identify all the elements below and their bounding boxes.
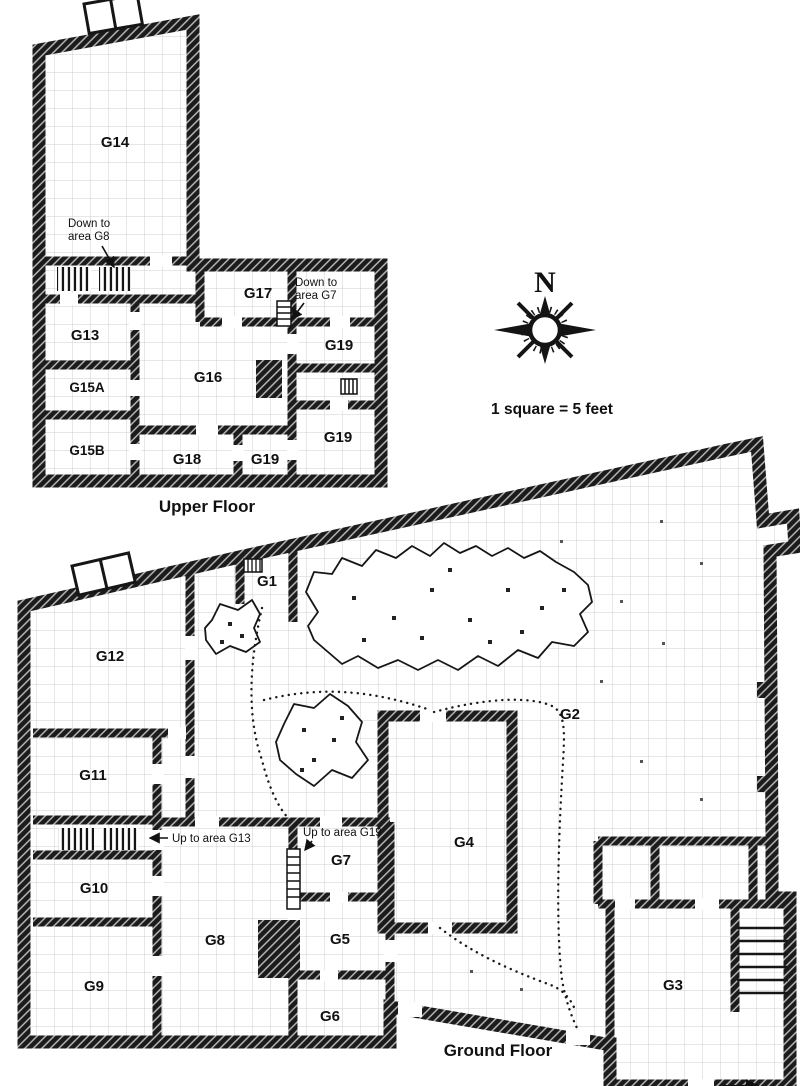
room-label-g19-east-bottom: G19 <box>324 429 352 446</box>
room-label-g9: G9 <box>84 978 104 995</box>
compass-north-label: N <box>534 266 556 299</box>
arrow-up-to-g19 <box>304 838 316 852</box>
tree-small <box>204 599 261 655</box>
dotted-paths <box>250 606 580 1032</box>
ground-floor-plan: G1 G12 G2 G11 G4 G7 G10 G8 G5 G9 G6 G3 U… <box>17 436 800 1086</box>
room-label-g19-south: G19 <box>251 451 279 468</box>
path-from-g1 <box>250 606 292 822</box>
upper-gate-icon <box>82 0 145 36</box>
room-label-g15a: G15A <box>69 380 105 395</box>
room-label-g12: G12 <box>96 648 124 665</box>
compass-rose-icon: N <box>494 266 596 364</box>
arrow-down-to-g8 <box>101 245 115 269</box>
trapdoor-grate-ground-icon <box>58 828 138 850</box>
upper-wall-pillar <box>256 360 282 398</box>
room-label-g17: G17 <box>244 285 272 302</box>
room-label-g8: G8 <box>205 932 225 949</box>
room-label-g13: G13 <box>71 327 99 344</box>
annotation-down-to-g8: Down to area G8 <box>68 218 113 243</box>
ladder-up-g19-icon <box>286 848 301 910</box>
path-to-g4 <box>262 690 432 712</box>
upper-floor-plan: G14 G13 G15A G15B G16 G17 G18 G19 G19 G1… <box>32 0 388 516</box>
room-label-g6: G6 <box>320 1008 340 1025</box>
room-label-g10: G10 <box>80 880 108 897</box>
room-label-g1: G1 <box>257 573 277 590</box>
upper-floor-title: Upper Floor <box>159 497 256 516</box>
annotation-up-to-g13: Up to area G13 <box>172 833 251 845</box>
room-label-g3: G3 <box>663 977 683 994</box>
arrow-down-to-g7 <box>291 302 305 321</box>
stairs-down-g7-icon <box>276 300 292 327</box>
courtyard-trees <box>204 542 593 787</box>
stairs-g1-icon <box>243 558 263 573</box>
tree-medium <box>275 693 369 787</box>
ground-floor-title: Ground Floor <box>444 1041 553 1060</box>
room-label-g16: G16 <box>194 369 222 386</box>
room-label-g5: G5 <box>330 931 350 948</box>
map-scale-note: 1 square = 5 feet <box>491 401 613 418</box>
room-label-g11: G11 <box>79 767 107 784</box>
room-label-g15b: G15B <box>69 443 105 458</box>
annotation-up-to-g19: Up to area G19 <box>303 827 382 839</box>
trapdoor-grate-icon <box>57 267 131 291</box>
room-label-g18: G18 <box>173 451 201 468</box>
room-label-g7: G7 <box>331 852 351 869</box>
room-label-g4: G4 <box>454 834 475 851</box>
path-courtyard-main <box>432 698 580 1032</box>
path-from-g4-south <box>438 926 578 1014</box>
room-label-g2: G2 <box>560 706 580 723</box>
ground-gate-icon <box>70 551 138 598</box>
stairs-g19-corridor-icon <box>340 378 358 395</box>
room-label-g14: G14 <box>101 134 130 151</box>
tree-large <box>305 542 593 671</box>
annotation-down-to-g7: Down to area G7 <box>295 277 340 302</box>
room-label-g19-east-top: G19 <box>325 337 353 354</box>
g3-staircase-icon <box>737 926 788 995</box>
